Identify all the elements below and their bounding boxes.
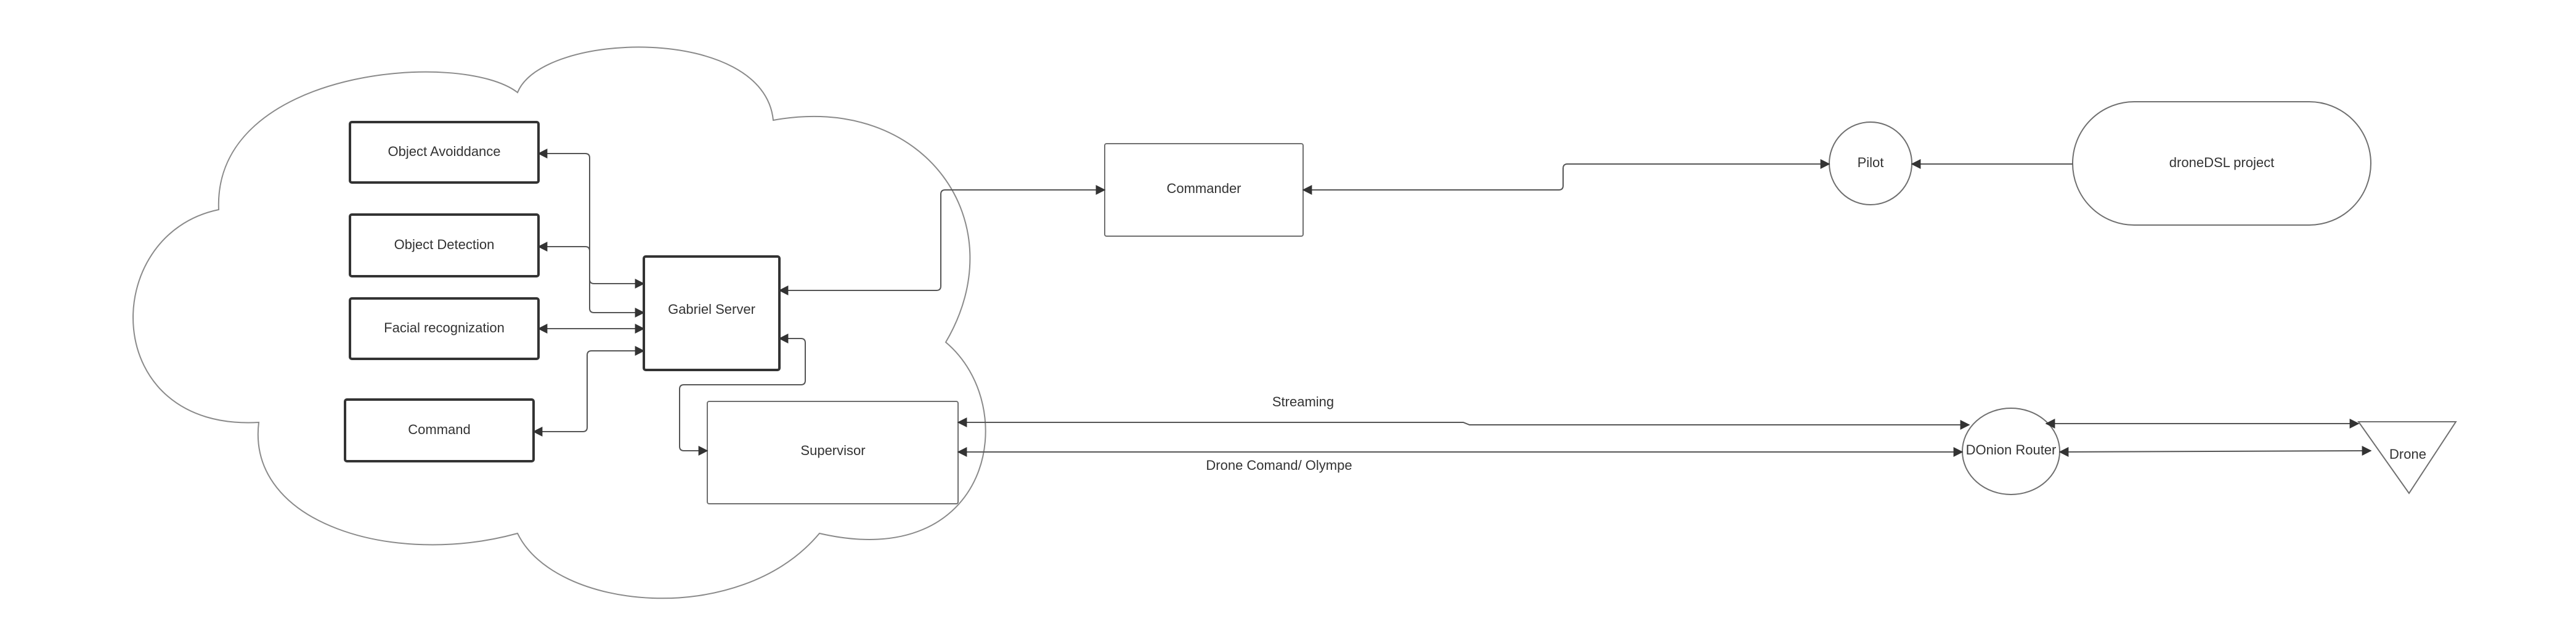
- node-pilot[interactable]: Pilot: [1829, 121, 1912, 205]
- node-label: Pilot: [1858, 155, 1884, 170]
- edge-streaming: [957, 417, 1970, 430]
- node-object-detection[interactable]: Object Detection: [349, 213, 540, 277]
- node-commander[interactable]: Commander: [1104, 143, 1304, 237]
- node-label: Commander: [1166, 181, 1241, 196]
- edge-label-streaming: Streaming: [1272, 394, 1334, 409]
- edge-avoidance-gabriel: [537, 149, 645, 289]
- node-command[interactable]: Command: [344, 398, 535, 462]
- edge-command-gabriel: [532, 346, 645, 437]
- node-drone[interactable]: Drone: [2357, 421, 2457, 495]
- node-label: Command: [408, 422, 470, 437]
- node-object-avoidance[interactable]: Object Avoiddance: [349, 121, 540, 184]
- edge-gabriel-supervisor: [679, 334, 806, 456]
- edge-detection-gabriel: [537, 242, 645, 318]
- edge-gabriel-commander: [778, 185, 1106, 295]
- node-label: droneDSL project: [2169, 155, 2274, 170]
- edge-router-drone-bottom: [2058, 446, 2372, 457]
- node-dronedsl-project[interactable]: droneDSL project: [2072, 101, 2371, 226]
- node-label: Object Detection: [394, 237, 495, 252]
- node-donion-router[interactable]: DOnion Router: [1962, 408, 2060, 495]
- node-supervisor[interactable]: Supervisor: [707, 401, 959, 504]
- node-label: DOnion Router: [1966, 442, 2057, 458]
- node-label: Facial recognization: [384, 320, 505, 335]
- node-label: Drone: [2389, 446, 2426, 462]
- node-label: Object Avoiddance: [388, 144, 500, 159]
- edge-commander-pilot: [1302, 159, 1830, 195]
- node-label: Supervisor: [800, 443, 865, 458]
- node-facial-recognization[interactable]: Facial recognization: [349, 297, 540, 360]
- edge-label-drone-command: Drone Comand/ Olympe: [1206, 458, 1352, 473]
- node-gabriel-server[interactable]: Gabriel Server: [643, 255, 781, 371]
- node-label: Gabriel Server: [668, 302, 755, 317]
- cloud-boundary: [132, 46, 986, 599]
